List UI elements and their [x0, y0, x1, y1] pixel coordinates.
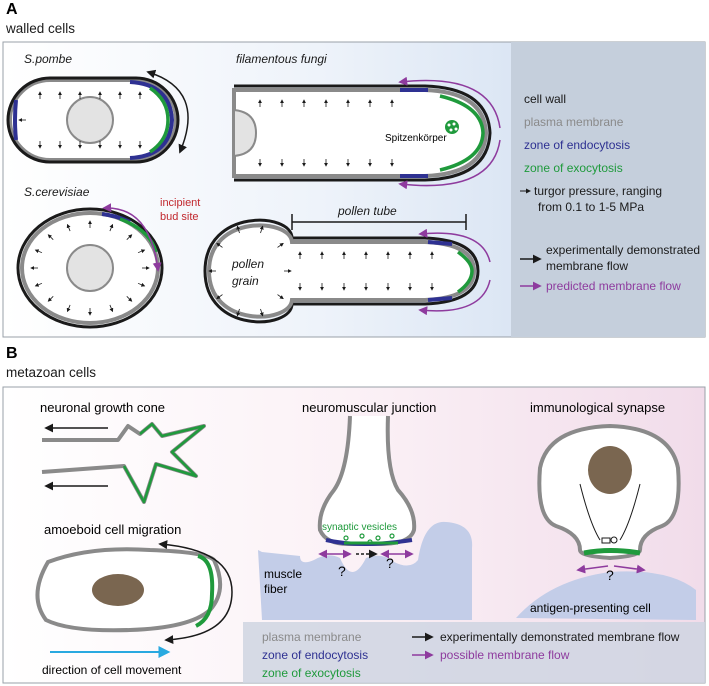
pollen-cell: pollen tube pollen grain	[203, 204, 491, 324]
apc-cell	[516, 571, 696, 620]
spombe-turgor-arrows	[18, 91, 142, 149]
turgor-arrow	[216, 294, 223, 300]
synapse-question: ?	[606, 567, 614, 583]
turgor-arrow	[126, 296, 133, 302]
mtoc-icon	[601, 536, 618, 544]
muscle-line1: muscle	[264, 567, 302, 581]
turgor-arrow	[66, 223, 71, 232]
pollen-grain-line2: grain	[232, 274, 259, 288]
spitzenkorper-label: Spitzenkörper	[385, 133, 447, 144]
legend-plasma-membrane: plasma membrane	[524, 115, 624, 129]
spombe-label: S.pombe	[24, 52, 72, 66]
legend-experimental-line2: membrane flow	[546, 259, 628, 273]
panel-a-legend: cell wall plasma membrane zone of endocy…	[520, 92, 700, 293]
fungi-label: filamentous fungi	[236, 52, 327, 66]
turgor-arrow	[47, 296, 54, 302]
turgor-arrow	[34, 249, 43, 254]
panel-b-legend-box	[243, 622, 705, 683]
legend-b-possible: possible membrane flow	[440, 648, 570, 662]
turgor-arrow	[47, 234, 54, 240]
turgor-arrow	[66, 304, 71, 313]
amoeboid-cell: amoeboid cell migration direction of cel…	[35, 522, 233, 677]
scerevisiae-label: S.cerevisiae	[24, 185, 90, 199]
immunological-synapse: immunological synapse antigen-presenting…	[516, 400, 696, 620]
legend-turgor-line2: from 0.1 to 1-5 MPa	[538, 200, 644, 214]
legend-exocytosis: zone of exocytosis	[524, 161, 623, 175]
direction-label: direction of cell movement	[42, 663, 182, 677]
scerevisiae-cell: S.cerevisiae incipient bud site	[16, 185, 200, 329]
turgor-arrow	[137, 282, 146, 287]
legend-predicted: predicted membrane flow	[546, 279, 681, 293]
pollen-grain-line1: pollen	[231, 257, 264, 271]
turgor-arrow	[126, 234, 133, 240]
scerevisiae-turgor-arrows	[30, 220, 150, 316]
nmj-question-2: ?	[386, 555, 394, 571]
legend-b-plasma-membrane: plasma membrane	[262, 630, 362, 644]
panel-a-legend-box	[511, 42, 705, 337]
panel-b-letter: B	[6, 345, 18, 362]
bud-site-line2: bud site	[160, 211, 199, 223]
turgor-arrow	[109, 304, 114, 313]
bud-site-line1: incipient	[160, 197, 200, 209]
turgor-arrow	[259, 225, 264, 234]
turgor-arrow	[259, 308, 264, 317]
fungi-cell: filamentous fungi Spitzenkörper	[232, 52, 501, 190]
fungi-turgor-arrows	[258, 99, 394, 167]
vesicle-icons	[343, 533, 395, 545]
panel-b-subtitle: metazoan cells	[6, 365, 96, 380]
legend-b-exocytosis: zone of exocytosis	[262, 666, 361, 680]
legend-experimental-line1: experimentally demonstrated	[546, 243, 700, 257]
pollen-tube-label: pollen tube	[337, 204, 397, 218]
nmj-question-1: ?	[338, 563, 346, 579]
nmj-label: neuromuscular junction	[302, 400, 436, 415]
legend-turgor-line1: turgor pressure, ranging	[534, 184, 662, 198]
turgor-arrow	[277, 242, 284, 248]
apc-label: antigen-presenting cell	[530, 601, 651, 615]
synaptic-vesicles-label: synaptic vesicles	[322, 522, 397, 533]
panel-a-letter: A	[6, 1, 18, 18]
legend-b-experimental: experimentally demonstrated membrane flo…	[440, 630, 680, 644]
spombe-cell: S.pombe	[6, 52, 189, 164]
legend-endocytosis: zone of endocytosis	[524, 138, 630, 152]
turgor-arrow	[236, 308, 241, 317]
neuromuscular-junction: neuromuscular junction muscle fiber syna…	[258, 400, 473, 620]
turgor-arrow	[137, 249, 146, 254]
growth-cone-label: neuronal growth cone	[40, 400, 165, 415]
panel-b-legend: plasma membrane zone of endocytosis zone…	[262, 630, 680, 680]
pollen-turgor-arrows	[208, 225, 434, 317]
legend-b-endocytosis: zone of endocytosis	[262, 648, 368, 662]
growth-cone: neuronal growth cone	[40, 400, 206, 504]
panel-a-subtitle: walled cells	[5, 21, 75, 36]
synapse-label: immunological synapse	[530, 400, 665, 415]
legend-cell-wall: cell wall	[524, 92, 566, 106]
turgor-arrow	[216, 242, 223, 248]
turgor-arrow	[109, 223, 114, 232]
spitzenkorper-icon	[445, 120, 459, 134]
turgor-arrow	[277, 294, 284, 300]
amoeboid-label: amoeboid cell migration	[44, 522, 181, 537]
turgor-arrow	[236, 225, 241, 234]
muscle-fiber	[258, 521, 473, 620]
turgor-arrow	[34, 282, 43, 287]
muscle-line2: fiber	[264, 582, 287, 596]
